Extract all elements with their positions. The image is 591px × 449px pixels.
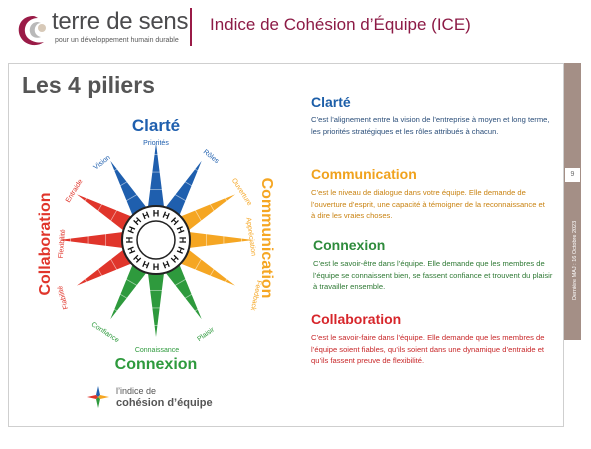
collaboration-description: C’est le savoir-faire dans l’équipe. Ell… [311, 333, 545, 365]
side-date-text: Dernière MAJ : 16 Octobre 2023 [572, 220, 578, 300]
center-letter: H [126, 245, 138, 255]
star-facet-line [110, 209, 118, 222]
center-letter: H [175, 245, 187, 255]
side-strip [564, 63, 581, 340]
star-facet-line [194, 209, 202, 222]
slide-frame [8, 63, 564, 427]
sub-ouverture-label: Ouverture [230, 177, 253, 207]
ice-logo-line2: cohésion d’équipe [116, 397, 213, 409]
center-letter: H [141, 259, 151, 271]
sub-priorites-label: Priorités [143, 140, 169, 147]
star-facet-line [194, 258, 202, 271]
terre-de-sens-logo-icon [18, 16, 46, 46]
clarte-heading: Clarté [311, 94, 351, 110]
star-facet-line [184, 293, 193, 299]
document-title: Indice de Cohésion d’Équipe (ICE) [210, 15, 471, 34]
sub-fiabilite-label: Fiabilité [57, 285, 70, 310]
sub-appreciation-label: Appréciation [244, 217, 256, 257]
star-facet-line [194, 308, 199, 312]
star-point-connexion [106, 262, 149, 325]
sub-flexibilite-label: Flexibilité [58, 229, 68, 259]
star-point-connexion [163, 262, 206, 325]
brand-name: terre de sens [52, 8, 189, 35]
star-point-communication [178, 190, 241, 233]
star-facet-line [110, 258, 118, 271]
center-letter: H [169, 215, 181, 227]
page-number: 9 [564, 167, 581, 183]
center-letter: H [141, 210, 151, 222]
communication-heading: Communication [311, 166, 417, 182]
sub-confiance-label: Confiance [90, 321, 120, 344]
star-facet-line [84, 197, 88, 202]
star-facet-line [125, 194, 138, 202]
star-facet-line [97, 203, 103, 212]
star-point-collaboration [71, 247, 134, 290]
pillar-connexion-label: Connexion [115, 356, 198, 373]
center-letter: H [169, 253, 181, 265]
center-letter: H [161, 259, 171, 271]
star-facet-line [97, 268, 103, 277]
ice-logo-line1: l’indice de [116, 386, 157, 396]
pillar-clarte-label: Clarté [132, 116, 180, 135]
star-facet-line [184, 181, 193, 187]
star-point-clarte [163, 155, 206, 218]
sub-vision-label: Vision [92, 154, 111, 171]
center-letter: H [175, 225, 187, 235]
communication-description: C’est le niveau de dialogue dans votre é… [311, 188, 545, 220]
center-letter: H [178, 237, 188, 244]
pillar-communication-label: Communication [258, 178, 275, 299]
center-letter: H [125, 237, 135, 244]
center-inner-circle [136, 220, 176, 260]
brand-tagline: pour un développement humain durable [55, 37, 179, 44]
pillar-collaboration-label: Collaboration [37, 192, 54, 295]
star-facet-line [113, 308, 118, 312]
center-letter: H [126, 225, 138, 235]
collaboration-heading: Collaboration [311, 311, 402, 327]
star-facet-line [174, 278, 187, 286]
star-point-collaboration [71, 190, 134, 233]
clarte-description: C’est l’alignement entre la vision de l’… [311, 115, 550, 136]
star-facet-line [209, 203, 215, 212]
center-letter: H [153, 262, 160, 272]
sub-connaissance-label: Connaissance [135, 347, 179, 354]
sub-plaisir-label: Plaisir [196, 326, 216, 343]
sub-entraide-label: Entraide [65, 178, 85, 204]
center-letter: H [161, 210, 171, 222]
star-point-communication [178, 247, 241, 290]
center-letter: H [131, 253, 143, 265]
star-facet-line [209, 268, 215, 277]
header-divider [190, 8, 192, 46]
center-letter: H [131, 215, 143, 227]
pillars-star [52, 136, 260, 344]
star-facet-line [113, 168, 118, 172]
slide-title: Les 4 piliers [22, 72, 155, 98]
star-facet-line [125, 278, 138, 286]
star-facet-line [224, 278, 228, 283]
star-facet-line [119, 293, 128, 299]
star-point-clarte [106, 155, 149, 218]
star-facet-line [174, 194, 187, 202]
connexion-description: C’est le savoir-être dans l’équipe. Elle… [313, 259, 553, 291]
star-facet-line [224, 197, 228, 202]
star-facet-line [84, 278, 88, 283]
connexion-heading: Connexion [313, 237, 386, 253]
star-facet-line [119, 181, 128, 187]
ice-compass-icon [87, 386, 109, 408]
star-facet-line [194, 168, 199, 172]
center-letter: H [153, 209, 160, 219]
